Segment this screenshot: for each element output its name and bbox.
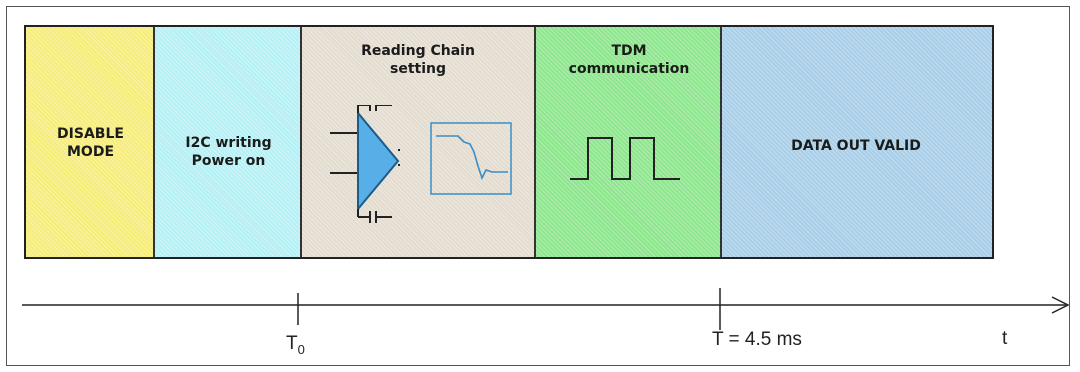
amplifier-with-capacitors-icon xyxy=(330,105,400,223)
square-wave-icon xyxy=(570,137,680,180)
start-time-label: T0 xyxy=(286,333,305,357)
end-time-label: T = 4.5 ms xyxy=(712,329,802,350)
phase-data-out-valid: DATA OUT VALID xyxy=(722,27,992,257)
phase-data-label: DATA OUT VALID xyxy=(791,138,921,154)
phase-strip: DISABLE MODE I2C writing Power on Readin… xyxy=(24,25,994,259)
phase-reading-label: Reading Chain setting xyxy=(361,43,475,77)
waveform-graph-icon xyxy=(430,122,512,195)
time-axis-variable: t xyxy=(1002,328,1008,349)
phase-i2c-power-on: I2C writing Power on xyxy=(155,27,302,257)
phase-disable-label: DISABLE MODE xyxy=(57,126,124,160)
phase-tdm-label: TDM communication xyxy=(568,43,690,77)
phase-i2c-label: I2C writing Power on xyxy=(185,135,272,169)
phase-reading-chain-setting: Reading Chain setting xyxy=(302,27,536,257)
phase-disable-mode: DISABLE MODE xyxy=(26,27,155,257)
phase-tdm-communication: TDM communication xyxy=(536,27,722,257)
